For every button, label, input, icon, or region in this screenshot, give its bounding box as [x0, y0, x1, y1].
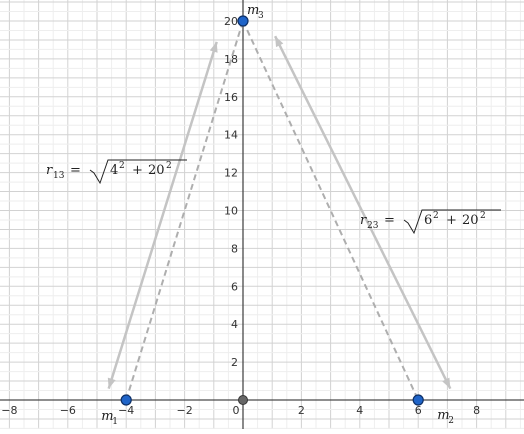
y-tick-label: 10: [224, 205, 238, 218]
r23-exp-a: 2: [433, 211, 439, 221]
y-tick-label: 4: [231, 318, 238, 331]
point-label-m3: m: [247, 3, 259, 18]
y-tick-label: 14: [224, 129, 238, 142]
r13-subscript: 13: [53, 171, 65, 181]
x-tick-label: −6: [60, 404, 76, 417]
r23-distance-label: r 23 = 6 2 + 20 2: [360, 209, 501, 235]
point-m1[interactable]: [120, 394, 132, 406]
y-tick-label: 20: [224, 15, 238, 28]
r23-plus: +: [446, 213, 457, 228]
r23-term-b: 20: [462, 213, 479, 228]
arrow-head: [107, 377, 116, 389]
r13-distance-label: r 13 = 4 2 + 20 2: [46, 159, 187, 185]
r13-arrow: [107, 41, 218, 390]
distance-arrows: [107, 35, 452, 390]
r13-exp-b: 2: [166, 161, 172, 171]
point-subscript-m3: 3: [258, 11, 264, 21]
r23-term-a: 6: [424, 213, 432, 228]
x-tick-label: 2: [298, 404, 305, 417]
x-tick-label: 6: [415, 404, 422, 417]
arrow-head: [442, 377, 451, 389]
dashed-segments: [125, 20, 420, 401]
r13-equals: =: [70, 163, 81, 178]
r23-symbol: r: [360, 213, 367, 228]
x-tick-label: 4: [356, 404, 363, 417]
x-tick-label: −2: [176, 404, 192, 417]
point-m2[interactable]: [412, 394, 424, 406]
arrow-head: [275, 36, 284, 48]
x-tick-labels: −8 −6 −4 −2 0 2 4 6 8: [1, 404, 480, 417]
r13-exp-a: 2: [119, 161, 125, 171]
point-subscript-m1: 1: [112, 417, 118, 427]
y-tick-label: 12: [224, 167, 238, 180]
r23-arrow: [274, 35, 452, 390]
x-tick-label: −8: [1, 404, 17, 417]
arrow-shaft: [274, 35, 452, 390]
point-subscript-m2: 2: [448, 416, 454, 426]
r23-exp-b: 2: [480, 211, 486, 221]
r23-radical-sign: [403, 209, 501, 235]
origin-point[interactable]: [238, 395, 248, 405]
y-tick-label: 18: [224, 53, 238, 66]
y-tick-label: 8: [231, 242, 238, 255]
x-tick-label: −4: [118, 404, 134, 417]
y-tick-label: 2: [231, 356, 238, 369]
point-label-m1: m: [101, 409, 113, 424]
r23-subscript: 23: [367, 221, 379, 231]
r13-radical-sign: [89, 159, 187, 185]
y-tick-label: 16: [224, 91, 238, 104]
r13-term-b: 20: [148, 163, 165, 178]
r13-symbol: r: [46, 163, 53, 178]
r13-plus: +: [132, 163, 143, 178]
arrow-shaft: [107, 41, 218, 390]
r23-equals: =: [384, 213, 395, 228]
x-tick-label: 8: [473, 404, 480, 417]
r13-term-a: 4: [110, 163, 118, 178]
x-tick-label: 0: [233, 404, 240, 417]
point-m3[interactable]: [237, 15, 249, 27]
arrow-head: [209, 41, 218, 53]
point-label-m2: m: [437, 408, 449, 423]
segment-m1-m3: [125, 20, 244, 401]
y-tick-label: 6: [231, 280, 238, 293]
y-tick-labels: 2 4 6 8 10 12 14 16 18 20: [224, 15, 238, 369]
